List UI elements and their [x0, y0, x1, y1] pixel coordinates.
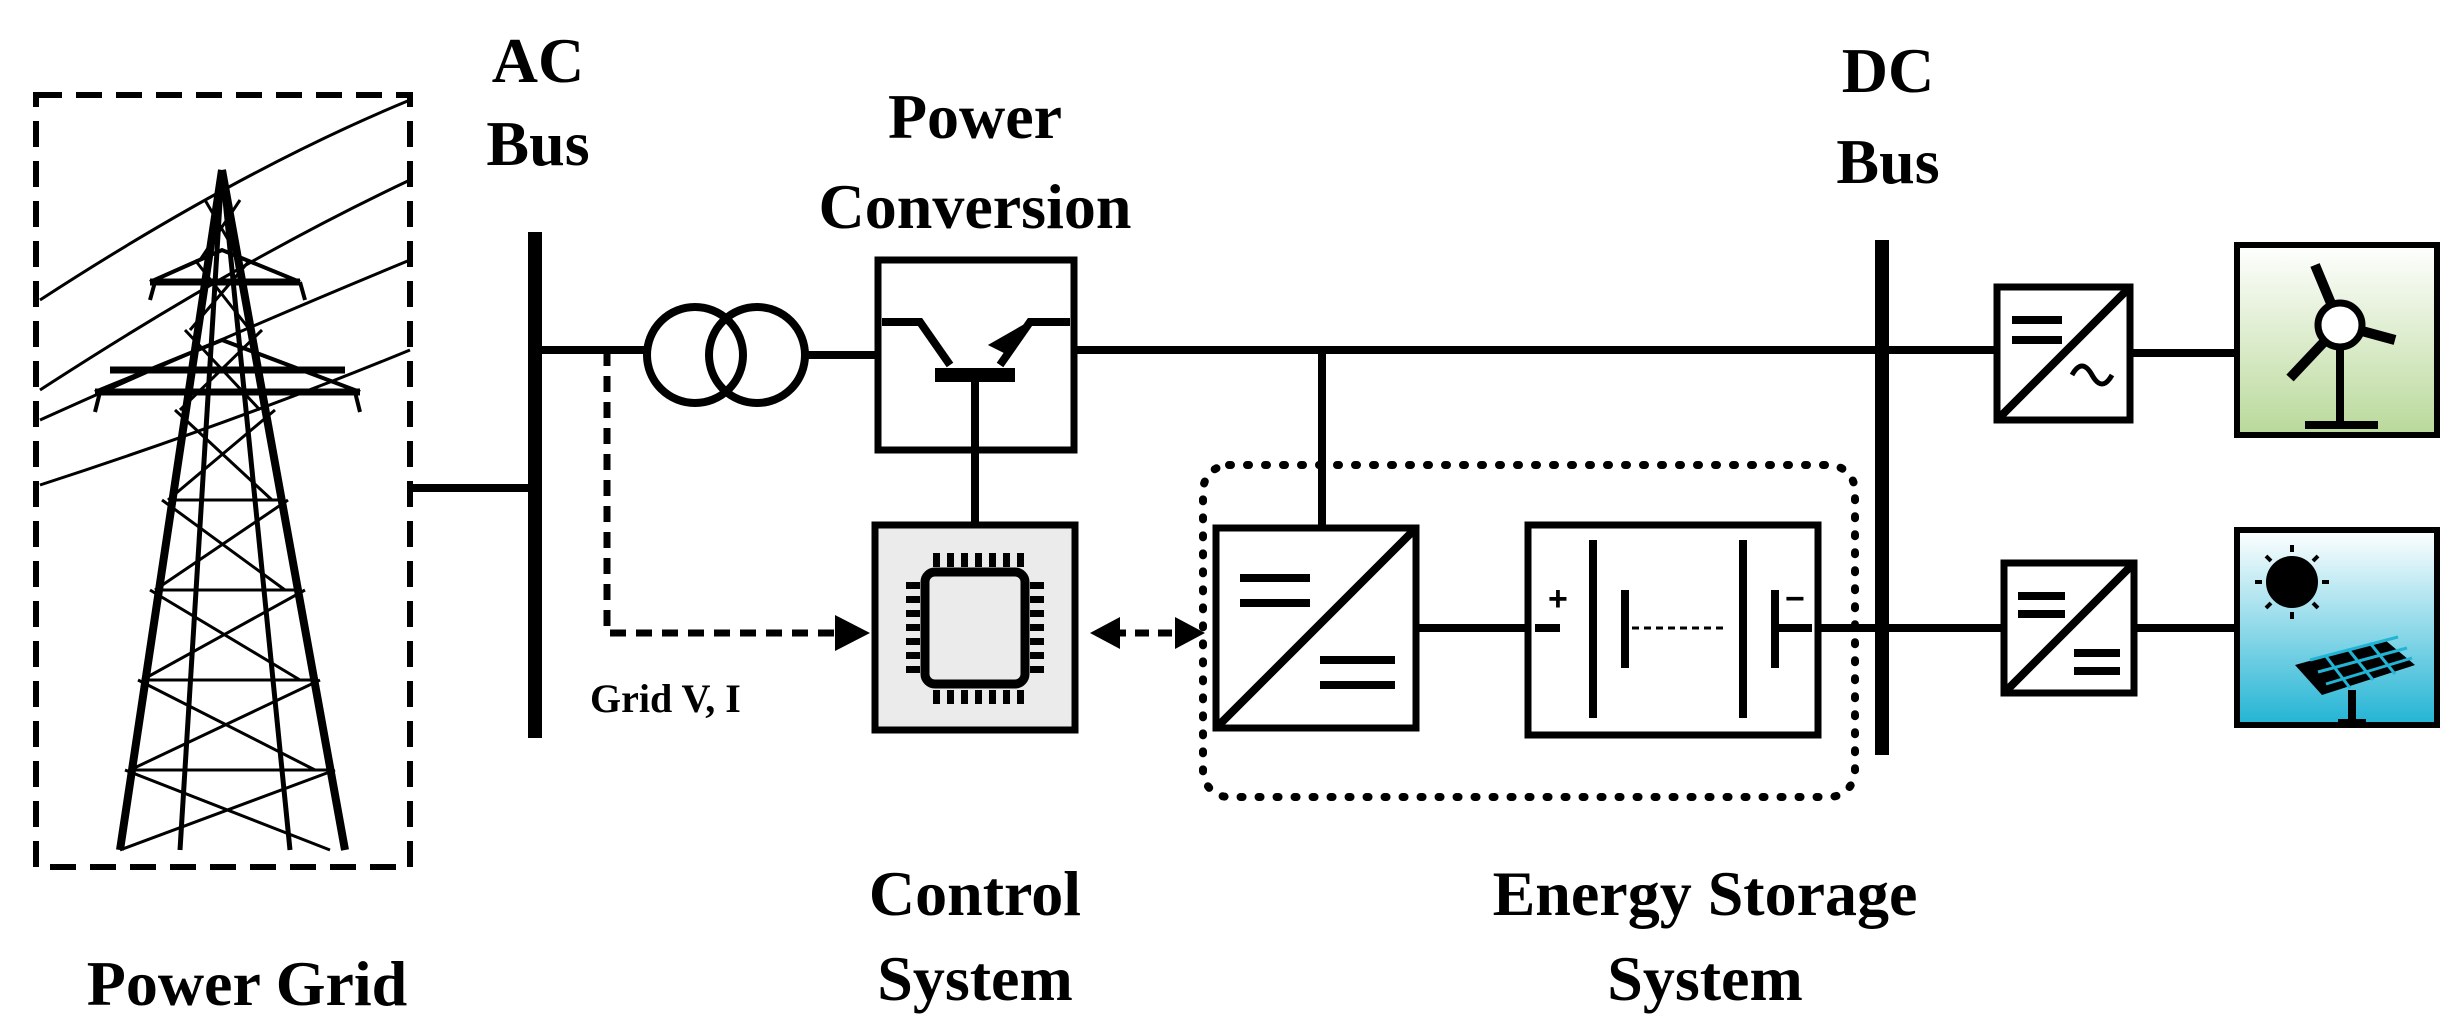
chip-pin [989, 690, 996, 704]
transmission-tower-icon [39, 98, 411, 852]
measurement-arrow-head [835, 615, 870, 651]
chip-pin [1017, 553, 1024, 567]
chip-pin [906, 610, 920, 617]
chip-pin [1030, 652, 1044, 659]
energy-storage-enclosure [1199, 461, 1859, 801]
chip-pin [906, 596, 920, 603]
transistor-icon [882, 318, 1070, 450]
chip-pin [933, 553, 940, 567]
chip-pin [975, 553, 982, 567]
battery-icon: + − [1524, 521, 1822, 739]
ess-arrow-head [1175, 617, 1205, 649]
power-grid-label: Power Grid [87, 948, 408, 1019]
energy-storage-label-line1: Energy Storage [1493, 858, 1918, 929]
chip-pin [1030, 624, 1044, 631]
chip-pin [1030, 638, 1044, 645]
wind-turbine-icon [2234, 242, 2440, 438]
control-system-label-line2: System [877, 943, 1073, 1014]
chip-pin [933, 690, 940, 704]
ac-bus-label-line2: Bus [486, 108, 589, 179]
control-system-block [871, 521, 1079, 734]
chip-pin [1030, 582, 1044, 589]
chip-pin [906, 582, 920, 589]
chip-pin [1003, 553, 1010, 567]
dc-ac-converter-icon [1993, 283, 2134, 424]
power-grid-block [33, 92, 413, 870]
chip-pin [947, 690, 954, 704]
ac-bus-label-line1: AC [492, 25, 584, 96]
chip-pin [947, 553, 954, 567]
solar-dc-dc-converter-icon [2000, 559, 2138, 697]
power-conversion-label-line2: Conversion [819, 171, 1132, 242]
dc-bus-label-line1: DC [1842, 35, 1934, 106]
chip-pin [961, 690, 968, 704]
dc-bus-label-line2: Bus [1836, 126, 1939, 197]
control-system-label-line1: Control [869, 858, 1081, 929]
chip-pin [906, 624, 920, 631]
chip-pin [906, 666, 920, 673]
chip-pin [1003, 690, 1010, 704]
power-conversion-label-line1: Power [888, 81, 1062, 152]
chip-pin [906, 652, 920, 659]
energy-storage-label-line2: System [1607, 943, 1803, 1014]
chip-pin [1030, 596, 1044, 603]
transformer-icon [643, 303, 809, 407]
battery-plus-label: + [1548, 580, 1568, 618]
dc-dc-converter-icon [1212, 524, 1420, 732]
control-arrow-head [1090, 617, 1120, 649]
chip-pin [1030, 610, 1044, 617]
battery-minus-label: − [1785, 580, 1805, 618]
chip-pin [975, 690, 982, 704]
solar-panel-icon [2234, 527, 2440, 728]
chip-pin [989, 553, 996, 567]
chip-pin [1030, 666, 1044, 673]
power-grid-dashed-box [33, 92, 413, 870]
grid-measurement-label: Grid V, I [590, 676, 741, 721]
chip-pin [961, 553, 968, 567]
chip-pin [1017, 690, 1024, 704]
chip-pin [906, 638, 920, 645]
sun-icon [2255, 545, 2329, 619]
